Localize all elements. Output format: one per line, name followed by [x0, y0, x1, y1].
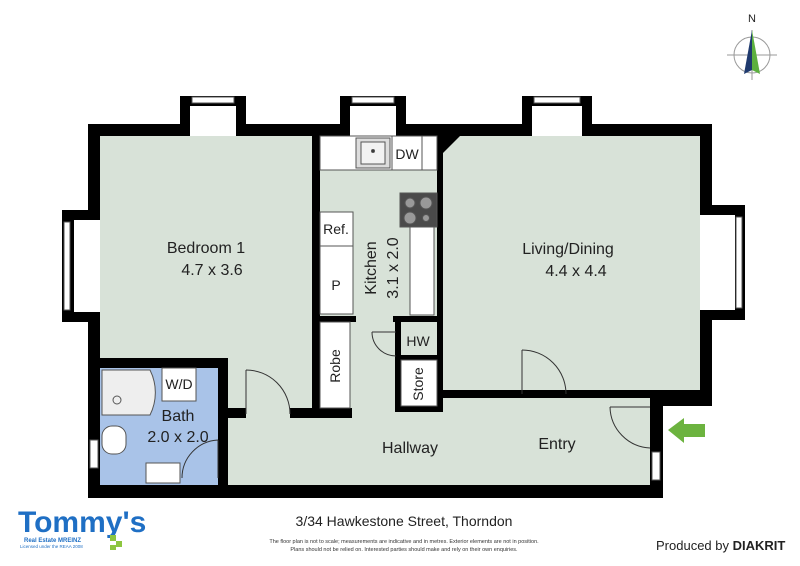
logo-line-2: Licensed under the REAA 2008: [20, 544, 83, 549]
logo-line-1: Real Estate MREINZ: [24, 538, 81, 544]
bath-size: 2.0 x 2.0: [147, 429, 208, 446]
bedroom-size: 4.7 x 3.6: [181, 262, 242, 279]
agency-logo: Tommy's Real Estate MREINZ Licensed unde…: [18, 506, 146, 550]
entry-name: Entry: [538, 436, 575, 453]
produced-by-text: Produced by: [656, 538, 729, 553]
address: 3/34 Hawkestone Street, Thorndon: [296, 513, 513, 529]
logo-name: Tommy's: [18, 506, 146, 539]
disclaimer-line-2: Plans should not be relied on. Intereste…: [290, 547, 518, 553]
pantry-label: P: [331, 277, 340, 293]
bump-interiors: [74, 106, 735, 312]
disclaimer-line-1: The floor plan is not to scale; measurem…: [269, 539, 539, 545]
doors: [181, 331, 651, 479]
compass-north-label: N: [748, 13, 756, 25]
living-size: 4.4 x 4.4: [545, 263, 606, 280]
kitchen-name: Kitchen: [363, 241, 380, 294]
hallway-name: Hallway: [382, 440, 438, 457]
producer-name: DIAKRIT: [733, 538, 786, 553]
bedroom-name: Bedroom 1: [167, 240, 245, 257]
compass-icon: [727, 30, 777, 80]
washer-dryer-label: W/D: [165, 376, 192, 392]
store-label: Store: [410, 367, 426, 401]
robe-label: Robe: [327, 349, 343, 383]
entry-arrow-icon: [668, 418, 705, 443]
kitchen-size: 3.1 x 2.0: [385, 237, 402, 298]
fridge-label: Ref.: [323, 221, 349, 237]
bath-fixtures: [101, 367, 197, 484]
bath-name: Bath: [162, 408, 195, 425]
dishwasher-label: DW: [395, 146, 419, 162]
living-floor: [443, 136, 700, 390]
produced-by-label: Produced by DIAKRIT: [656, 538, 785, 553]
interior-walls: [88, 136, 663, 486]
living-name: Living/Dining: [522, 241, 614, 258]
kitchen-fixtures: [319, 135, 438, 409]
hot-water-label: HW: [406, 333, 430, 349]
